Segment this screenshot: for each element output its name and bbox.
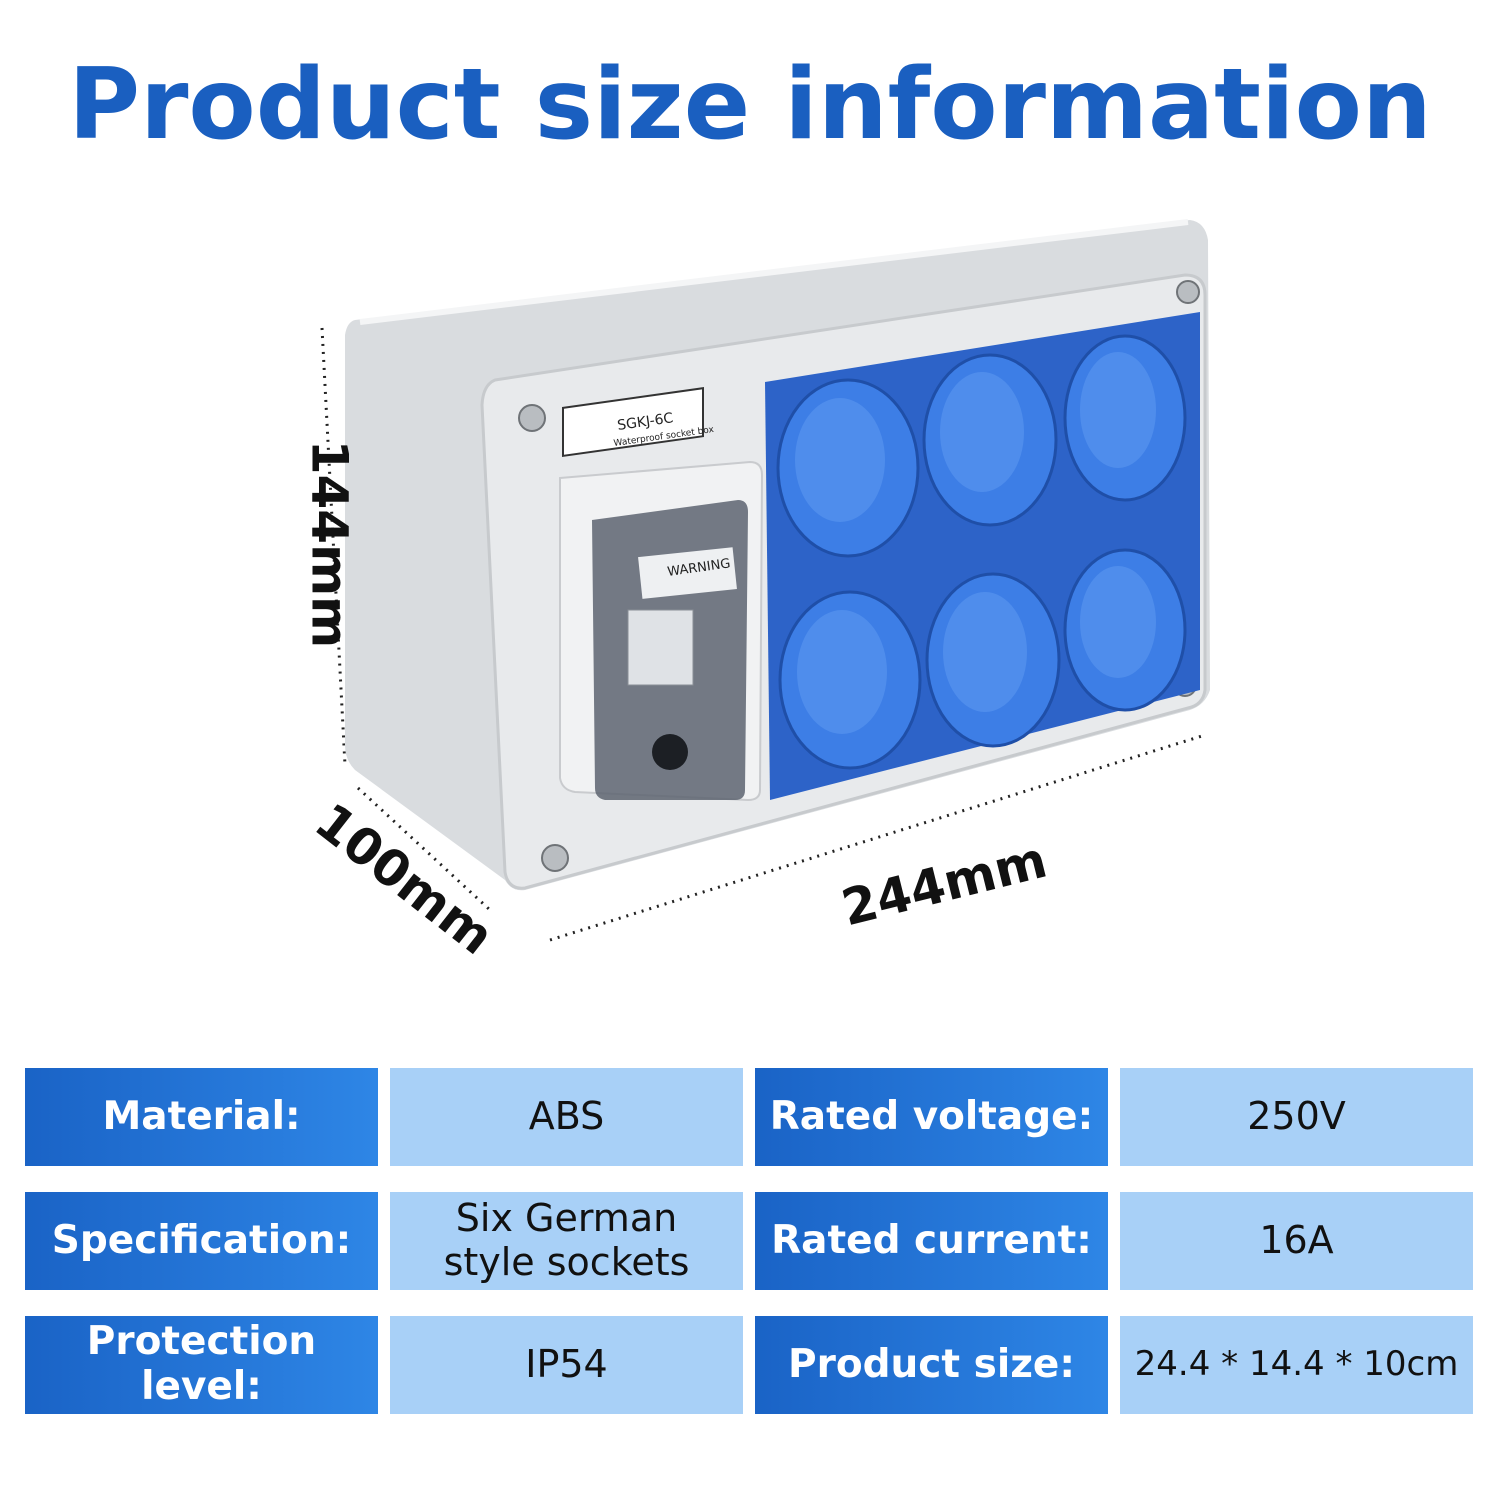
spec-row-material: Material: ABS Rated voltage: 250V (25, 1068, 1475, 1166)
height-dimension-line (320, 327, 347, 766)
rated-voltage-value: 250V (1120, 1068, 1473, 1166)
spec-row-specification: Specification: Six German style sockets … (25, 1192, 1475, 1290)
page-title: Product size information (68, 48, 1432, 162)
rated-current-value: 16A (1120, 1192, 1473, 1290)
product-image: SGKJ-6C Waterproof socket box WARNING (320, 219, 1210, 942)
specification-value: Six German style sockets (390, 1192, 743, 1290)
protection-level-label: Protection level: (25, 1316, 378, 1414)
protection-level-value: IP54 (390, 1316, 743, 1414)
rated-voltage-label: Rated voltage: (755, 1068, 1108, 1166)
breaker-knob (652, 734, 688, 770)
spec-row-protection: Protection level: IP54 Product size: 24.… (25, 1316, 1475, 1414)
material-label: Material: (25, 1068, 378, 1166)
socket-lid-highlight (795, 352, 1156, 734)
height-dimension: 144mm (300, 439, 359, 649)
rated-current-label: Rated current: (755, 1192, 1108, 1290)
model-label-plate (562, 387, 704, 458)
material-value: ABS (390, 1068, 743, 1166)
specification-label: Specification: (25, 1192, 378, 1290)
product-size-value: 24.4 * 14.4 * 10cm (1120, 1316, 1473, 1414)
model-label: SGKJ-6C (616, 410, 674, 434)
warning-label (638, 547, 737, 599)
spec-table: Material: ABS Rated voltage: 250V Specif… (25, 1068, 1475, 1440)
breaker-switch (627, 609, 694, 686)
product-size-label: Product size: (755, 1316, 1108, 1414)
depth-dimension-line (356, 786, 492, 912)
